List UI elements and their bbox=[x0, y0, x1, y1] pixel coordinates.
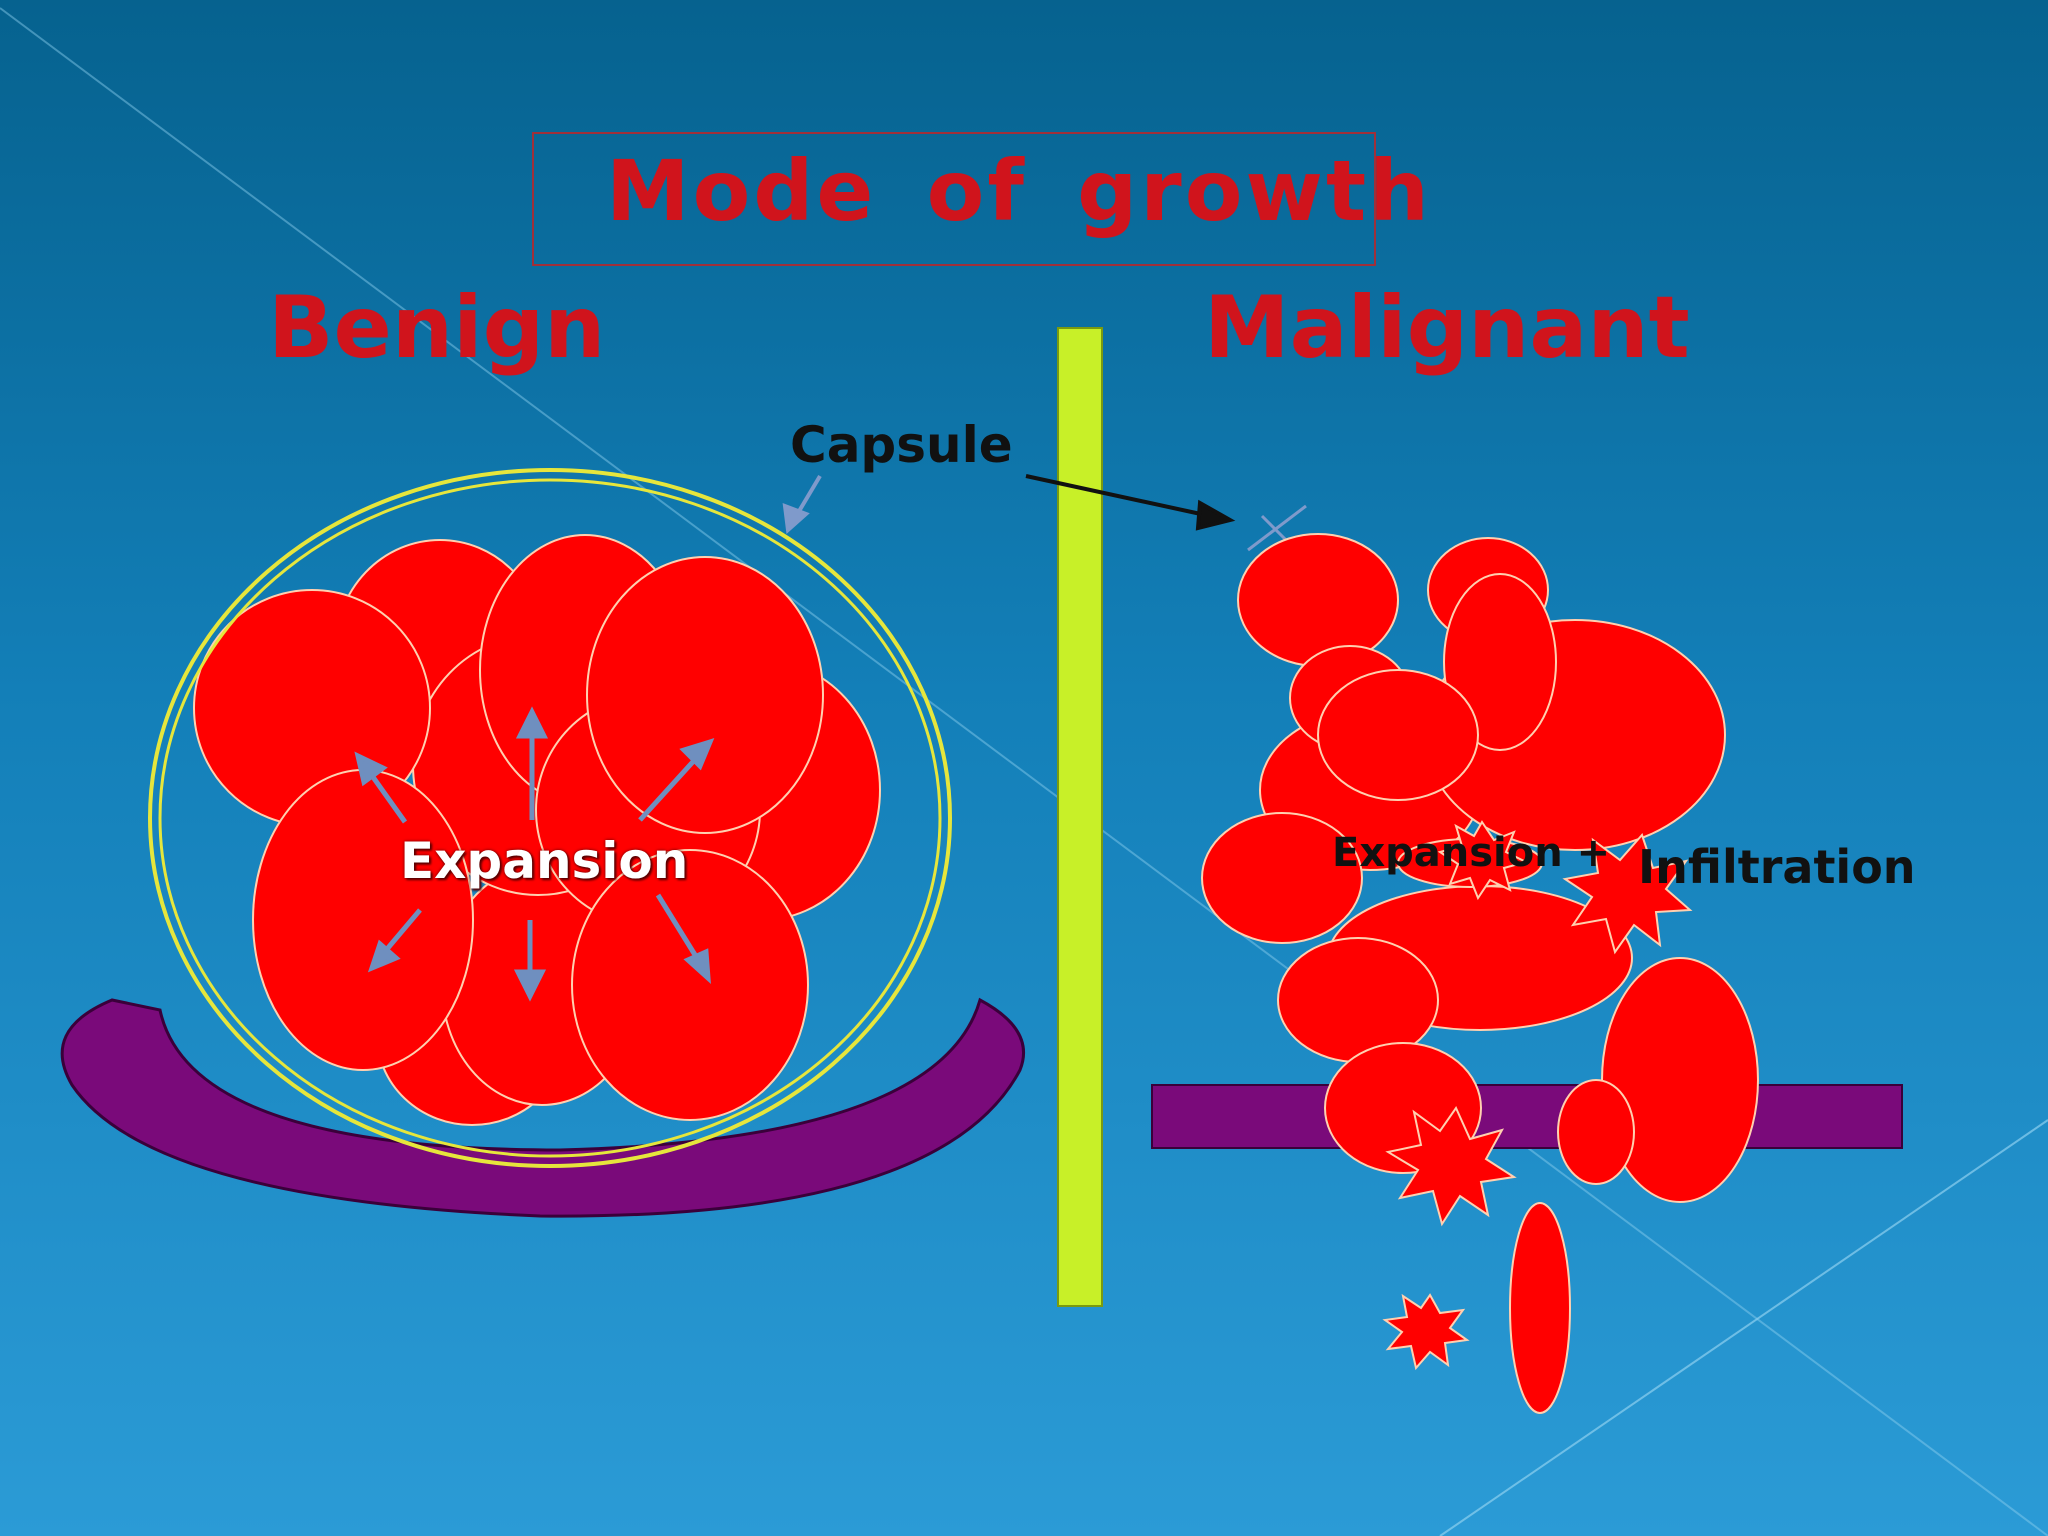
background-decorative-lines bbox=[0, 7, 2048, 1536]
capsule-pointer-small bbox=[782, 474, 822, 535]
malignant-tumor-cells bbox=[1201, 533, 1759, 1414]
benign-cell bbox=[252, 769, 474, 1071]
background-decorative-line-right bbox=[1439, 1119, 2048, 1536]
benign-capsule-ring bbox=[148, 468, 952, 1168]
starburst bbox=[1562, 833, 1693, 955]
capsule-label: Capsule bbox=[790, 416, 1013, 474]
malignant-cell bbox=[1317, 669, 1479, 801]
starburst bbox=[1385, 1105, 1517, 1227]
malignant-cell bbox=[1509, 1202, 1571, 1414]
expansion-label-benign: Expansion bbox=[400, 832, 689, 890]
malignant-cell bbox=[1237, 533, 1399, 667]
divider-bar bbox=[1057, 327, 1103, 1307]
expansion-arrows bbox=[354, 706, 715, 1002]
starburst bbox=[1437, 820, 1529, 901]
capsule-arrow bbox=[1025, 474, 1236, 531]
infiltration-label: Infiltration bbox=[1638, 840, 1916, 894]
page-title: Mode of growth bbox=[606, 142, 1432, 240]
malignant-cell bbox=[1557, 1079, 1635, 1185]
malignant-cell bbox=[1443, 573, 1557, 751]
infiltration-starbursts bbox=[1382, 820, 1693, 1371]
malignant-basement-bar bbox=[1151, 1084, 1903, 1149]
expansion-label-malignant: Expansion + bbox=[1332, 830, 1611, 876]
starburst bbox=[1382, 1293, 1470, 1371]
title-box bbox=[532, 132, 1376, 266]
heading-malignant: Malignant bbox=[1204, 278, 1690, 378]
malignant-cell bbox=[1201, 812, 1363, 944]
benign-cell bbox=[586, 556, 824, 834]
benign-cell bbox=[571, 849, 809, 1121]
heading-benign: Benign bbox=[268, 278, 606, 378]
benign-tumor-cells bbox=[193, 534, 881, 1126]
